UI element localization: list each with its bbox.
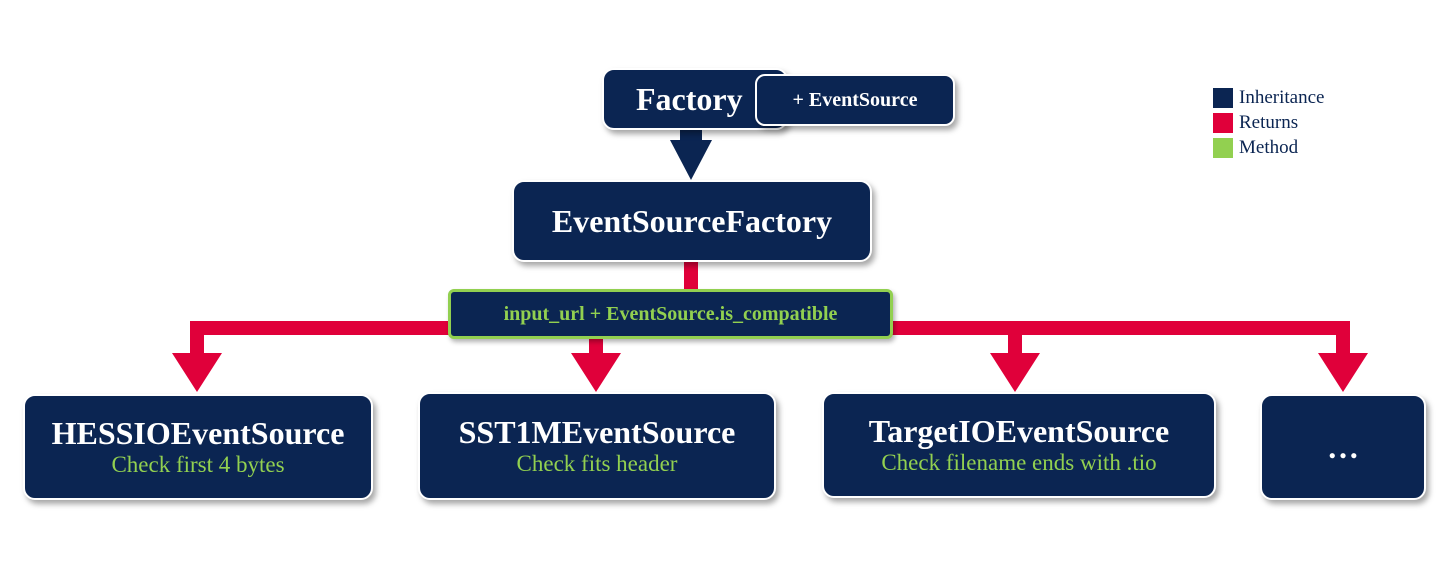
source-node-sst1m: SST1MEventSource Check fits header bbox=[418, 392, 776, 500]
returns-branch-3 bbox=[1008, 321, 1022, 355]
returns-stem bbox=[684, 262, 698, 292]
inheritance-arrow-head bbox=[670, 140, 712, 180]
factory-title: Factory bbox=[636, 81, 743, 117]
source-title: HESSIOEventSource bbox=[51, 415, 345, 451]
returns-arrow-head-4 bbox=[1318, 353, 1368, 392]
source-check: Check first 4 bytes bbox=[111, 452, 285, 477]
method-box: input_url + EventSource.is_compatible bbox=[448, 289, 893, 339]
legend-label: Method bbox=[1239, 136, 1299, 158]
returns-arrow-head-1 bbox=[172, 353, 222, 392]
source-title: TargetIOEventSource bbox=[868, 413, 1170, 449]
factory-badge-label: + EventSource bbox=[792, 88, 918, 111]
legend-item-inheritance: Inheritance bbox=[1213, 85, 1324, 110]
source-node-targetio: TargetIOEventSource Check filename ends … bbox=[822, 392, 1216, 498]
legend-swatch-returns bbox=[1213, 112, 1233, 133]
event-source-factory-title: EventSourceFactory bbox=[551, 203, 833, 239]
source-title: … bbox=[1327, 429, 1359, 465]
inheritance-arrow-shaft bbox=[680, 128, 702, 142]
legend-item-method: Method bbox=[1213, 135, 1324, 160]
returns-bar-left bbox=[190, 321, 452, 335]
returns-branch-2 bbox=[589, 338, 603, 355]
legend-swatch-inheritance bbox=[1213, 87, 1233, 108]
event-source-factory-node: EventSourceFactory bbox=[512, 180, 872, 262]
source-title: SST1MEventSource bbox=[458, 414, 736, 450]
source-node-more: … bbox=[1260, 394, 1426, 500]
returns-branch-1 bbox=[190, 321, 204, 355]
legend-swatch-method bbox=[1213, 137, 1233, 158]
legend-item-returns: Returns bbox=[1213, 110, 1324, 135]
source-check: Check filename ends with .tio bbox=[881, 450, 1157, 475]
legend-label: Returns bbox=[1239, 111, 1299, 133]
method-label: input_url + EventSource.is_compatible bbox=[503, 302, 838, 325]
factory-badge: + EventSource bbox=[755, 74, 955, 126]
returns-arrow-head-2 bbox=[571, 353, 621, 392]
returns-branch-4 bbox=[1336, 321, 1350, 355]
returns-bar-right bbox=[890, 321, 1350, 335]
source-check: Check fits header bbox=[516, 451, 678, 476]
returns-arrow-head-3 bbox=[990, 353, 1040, 392]
legend: Inheritance Returns Method bbox=[1213, 85, 1324, 160]
legend-label: Inheritance bbox=[1239, 86, 1325, 108]
source-node-hessio: HESSIOEventSource Check first 4 bytes bbox=[23, 394, 373, 500]
